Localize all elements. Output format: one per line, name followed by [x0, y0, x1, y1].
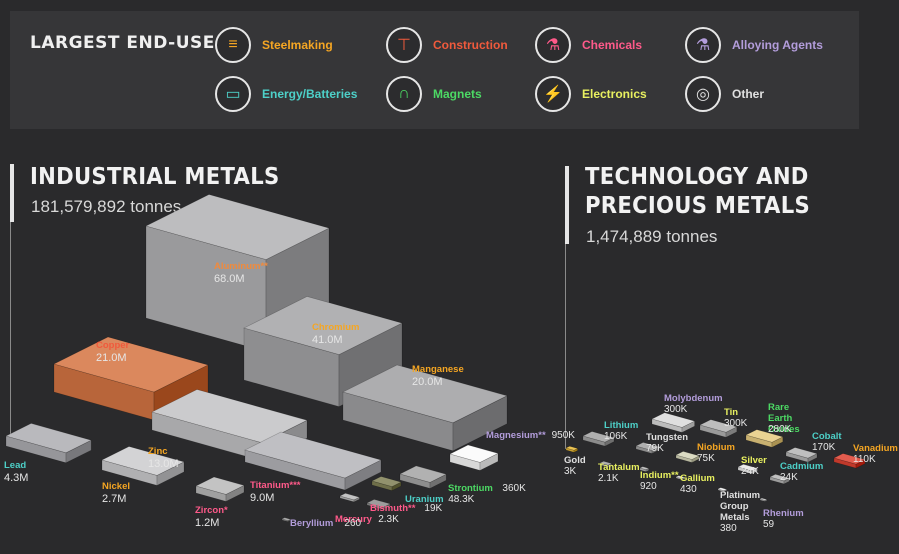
legend-label: Magnets — [433, 87, 482, 101]
metal-name-tantalum: Tantalum — [598, 462, 640, 473]
legend-item-chemicals: ⚗ Chemicals — [535, 25, 642, 65]
steel-beam-icon: ≡ — [215, 27, 251, 63]
plug-icon: ⚡ — [535, 76, 571, 112]
metal-name-zircon: Zircon* — [195, 505, 228, 516]
metal-value-zinc: 13.0M — [148, 458, 179, 470]
legend-title: LARGEST END-USE — [30, 33, 215, 53]
metal-name-rhenium: Rhenium — [763, 508, 804, 519]
industrial-section-bar — [10, 164, 14, 222]
metal-name-vanadium: Vanadium — [853, 443, 898, 454]
battery-icon: ▭ — [215, 76, 251, 112]
legend-item-magnets: ∩ Magnets — [386, 74, 482, 114]
legend-label: Steelmaking — [262, 38, 333, 52]
metal-value-nickel: 2.7M — [102, 493, 127, 505]
legend-item-electronics: ⚡ Electronics — [535, 74, 647, 114]
metal-value-tin: 300K — [724, 418, 748, 429]
technology-axis-line — [565, 244, 566, 449]
metal-value-tantalum: 2.1K — [598, 473, 619, 484]
metal-value-platinum-group-metals: 380 — [720, 523, 737, 534]
metal-value-molybdenum: 300K — [664, 404, 688, 415]
metal-name-molybdenum: Molybdenum — [664, 393, 723, 404]
legend-label: Construction — [433, 38, 508, 52]
metal-name-tin: Tin — [724, 407, 739, 418]
metal-name-beryllium: Beryllium — [290, 518, 334, 529]
metal-name-magnesium: Magnesium** — [486, 430, 546, 441]
legend-label: Electronics — [582, 87, 647, 101]
metal-value-indium: 920 — [640, 481, 657, 492]
metal-name-silver: Silver — [741, 455, 767, 466]
legend-item-other: ◎ Other — [685, 74, 764, 114]
metal-name-aluminum: Aluminum** — [214, 261, 268, 272]
metal-value-beryllium: 260 — [344, 518, 362, 529]
industrial-total: 181,579,892 tonnes — [31, 197, 182, 216]
metal-name-lead: Lead — [4, 460, 27, 471]
metal-name-titanium: Titanium*** — [250, 480, 301, 491]
metal-value-tungsten: 79K — [646, 443, 664, 454]
metal-value-gold: 3K — [564, 466, 577, 477]
metal-name-lithium: Lithium — [604, 420, 639, 431]
metal-value-strontium: 360K — [502, 483, 526, 494]
legend-panel: LARGEST END-USE ≡ Steelmaking ⊤ Constructio… — [10, 11, 859, 129]
metal-value-cobalt: 170K — [812, 442, 836, 453]
metal-value-cadmium: 24K — [780, 472, 798, 483]
metal-value-niobium: 75K — [697, 453, 715, 464]
industrial-title: INDUSTRIAL METALS — [30, 164, 280, 190]
magnet-icon: ∩ — [386, 76, 422, 112]
metal-value-manganese: 20.0M — [412, 376, 443, 388]
metal-value-uranium: 48.3K — [448, 494, 475, 505]
metal-name-gallium: Gallium — [680, 473, 715, 484]
metal-name-cobalt: Cobalt — [812, 431, 842, 442]
technology-title-line2: PRECIOUS METALS — [585, 193, 810, 219]
metal-value-lead: 4.3M — [4, 472, 29, 484]
metal-value-bismuth: 19K — [424, 503, 443, 514]
metal-name-tungsten: Tungsten — [646, 432, 689, 443]
technology-title-line1: TECHNOLOGY AND — [585, 164, 809, 190]
metal-value-rhenium: 59 — [763, 519, 775, 530]
metal-name-cadmium: Cadmium — [780, 461, 824, 472]
satellite-icon: ◎ — [685, 76, 721, 112]
metal-name-bismuth: Bismuth** — [370, 503, 416, 514]
metal-name-chromium: Chromium — [312, 322, 360, 333]
technology-total: 1,474,889 tonnes — [586, 227, 718, 246]
metal-name-manganese: Manganese — [412, 364, 464, 375]
legend-label: Energy/Batteries — [262, 87, 358, 101]
flask-icon: ⚗ — [535, 27, 571, 63]
technology-section-bar — [565, 166, 569, 244]
metal-value-lithium: 106K — [604, 431, 628, 442]
legend-label: Alloying Agents — [732, 38, 823, 52]
industrial-axis-line — [10, 222, 11, 447]
metal-name-copper: Copper — [96, 340, 130, 351]
metal-value-silver: 24K — [741, 466, 759, 477]
metal-value-copper: 21.0M — [96, 352, 127, 364]
metal-name-nickel: Nickel — [102, 481, 130, 492]
legend-item-alloying-agents: ⚗ Alloying Agents — [685, 25, 823, 65]
metal-name-rare-earth-oxides: Rare Earth Oxides — [768, 402, 800, 435]
legend-item-construction: ⊤ Construction — [386, 25, 508, 65]
metal-value-titanium: 9.0M — [250, 492, 275, 504]
legend-label: Chemicals — [582, 38, 643, 52]
metal-name-platinum-group-metals: Platinum Group Metals — [720, 490, 761, 523]
metal-name-niobium: Niobium — [697, 442, 735, 453]
metal-value-rare-earth-oxides: 280K — [768, 424, 792, 435]
metal-name-mercury: Mercury — [335, 514, 372, 525]
metal-name-strontium: Strontium — [448, 483, 493, 494]
metal-value-vanadium: 110K — [853, 454, 876, 465]
metal-name-gold: Gold — [564, 455, 586, 466]
alloy-flask-icon: ⚗ — [685, 27, 721, 63]
metal-value-zircon: 1.2M — [195, 517, 220, 529]
legend-item-energy-batteries: ▭ Energy/Batteries — [215, 74, 357, 114]
metal-value-mercury: 2.3K — [378, 514, 399, 525]
crane-icon: ⊤ — [386, 27, 422, 63]
metal-value-gallium: 430 — [680, 484, 697, 495]
metal-value-chromium: 41.0M — [312, 334, 343, 346]
legend-label: Other — [732, 87, 765, 101]
metal-value-aluminum: 68.0M — [214, 273, 245, 285]
legend-item-steelmaking: ≡ Steelmaking — [215, 25, 333, 65]
metal-value-magnesium: 950K — [551, 430, 575, 441]
metal-name-zinc: Zinc — [148, 446, 168, 457]
metal-name-uranium: Uranium — [405, 494, 444, 505]
metal-name-indium: Indium** — [640, 470, 679, 481]
